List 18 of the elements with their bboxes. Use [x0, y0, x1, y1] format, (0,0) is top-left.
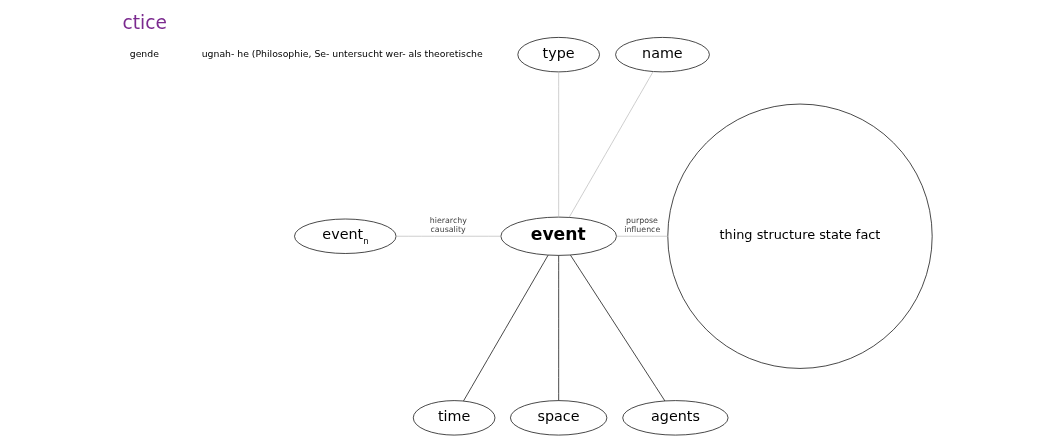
node-ellipse: space: [510, 400, 608, 436]
diagram-title: ctice: [122, 11, 167, 33]
connector: [616, 235, 669, 237]
connector: [558, 255, 560, 401]
connector: [395, 235, 502, 237]
label: gende: [129, 48, 159, 60]
node-ellipse: name: [615, 37, 710, 73]
node-ellipse: agents: [622, 400, 729, 436]
node-ellipse: type: [517, 37, 600, 73]
node-ellipse: event$_{n}$: [294, 218, 397, 254]
connector: [570, 254, 666, 402]
node-ellipse: time: [412, 400, 496, 436]
connector: [558, 71, 560, 218]
node-ellipse: event: [500, 216, 617, 256]
connector: [463, 254, 549, 402]
connector: [568, 71, 654, 218]
label: ugnah- he (Philosophie, Se- untersucht wer- als theoretische: [201, 48, 483, 60]
node-circle: thing structure state fact: [667, 103, 933, 369]
